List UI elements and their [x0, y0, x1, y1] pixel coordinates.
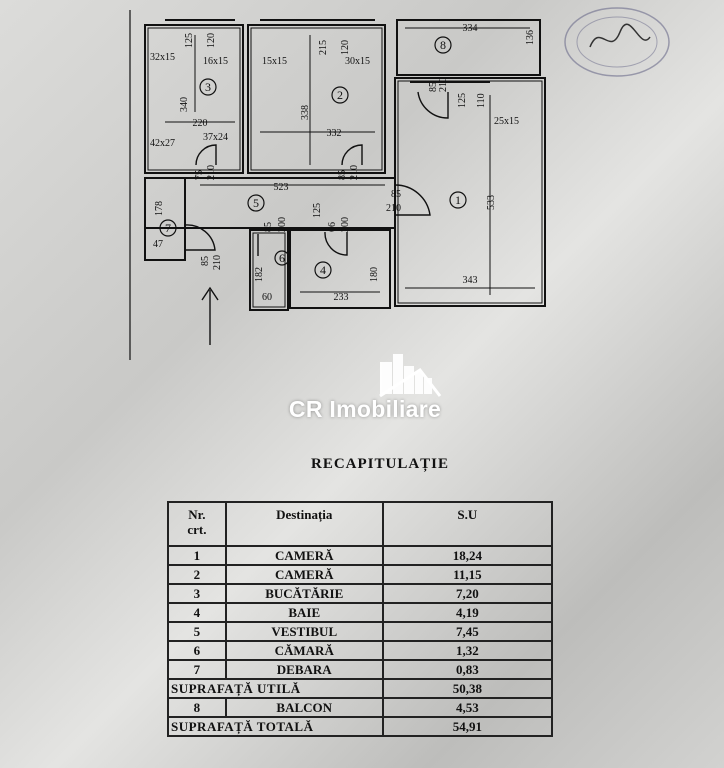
dimension-label: 340 — [179, 97, 190, 112]
recap-title: RECAPITULAȚIE — [310, 456, 450, 472]
dimension-label: 25x15 — [494, 116, 519, 127]
dimension-label: 125 — [184, 33, 195, 48]
header-area: S.U — [381, 501, 554, 547]
brand-name: CR Imobiliare — [288, 396, 442, 422]
room-numbers: 3 2 8 1 5 7 6 4 — [165, 38, 461, 277]
room-number: 8 — [440, 38, 446, 52]
dimension-label: 533 — [486, 195, 497, 210]
dimension-label: 182 — [254, 267, 265, 282]
room-number: 5 — [253, 196, 259, 210]
dimension-label: 120 — [340, 40, 351, 55]
room-number: 6 — [279, 251, 285, 265]
floor-plan: 3 2 8 1 5 7 6 4 334 136 125 120 16x15 32… — [129, 10, 546, 360]
room-number: 4 — [320, 263, 326, 277]
room-number: 7 — [165, 221, 171, 235]
dimension-label: 85 — [263, 222, 274, 232]
dimension-label: 178 — [154, 201, 165, 216]
dimension-label: 332 — [327, 128, 342, 139]
dimension-label: 47 — [153, 239, 163, 250]
dimension-label: 85 — [391, 189, 401, 200]
dimension-label: 338 — [300, 105, 311, 120]
dimension-label: 233 — [334, 292, 349, 303]
dimension-label: 30x15 — [345, 56, 370, 67]
dimension-label: 215 — [318, 40, 329, 55]
dimension-label: 85 — [428, 82, 439, 92]
dimension-label: 125 — [312, 203, 323, 218]
dimension-label: 200 — [340, 217, 351, 232]
dimension-label: 523 — [274, 182, 289, 193]
dimension-label: 66 — [327, 222, 338, 232]
dimension-label: 210 — [206, 165, 217, 180]
dimension-label: 110 — [476, 93, 487, 108]
city-skyline-icon — [379, 354, 442, 398]
dimension-label: 334 — [463, 23, 478, 34]
header-nr: Nr.crt. — [167, 501, 227, 547]
watermark-logo: CR Imobiliare — [270, 350, 460, 430]
dimension-label: 42x27 — [150, 138, 175, 149]
room-number: 2 — [337, 88, 343, 102]
plan-walls — [129, 10, 546, 360]
dimension-label: 125 — [457, 93, 468, 108]
dimension-label: 120 — [206, 33, 217, 48]
dimension-label: 343 — [463, 275, 478, 286]
dimension-label: 85 — [200, 256, 211, 266]
dimension-label: 15x15 — [262, 56, 287, 67]
dimension-label: 210 — [438, 77, 449, 92]
dimension-label: 200 — [277, 217, 288, 232]
plan-dimensions: 334 136 125 120 16x15 32x15 215 120 15x1… — [150, 23, 536, 303]
dimension-label: 180 — [369, 267, 380, 282]
dimension-label: 210 — [349, 165, 360, 180]
dimension-label: 60 — [262, 292, 272, 303]
dimension-label: 16x15 — [203, 56, 228, 67]
dimension-label: 75 — [194, 170, 205, 180]
dimension-label: 85 — [337, 170, 348, 180]
stamp-seal — [564, 7, 670, 77]
dimension-label: 210 — [212, 255, 223, 270]
header-destination: Destinația — [224, 501, 384, 547]
dimension-label: 220 — [193, 118, 208, 129]
dimension-label: 210 — [386, 203, 401, 214]
dimension-label: 136 — [525, 30, 536, 45]
room-number: 3 — [205, 80, 211, 94]
dimension-label: 37x24 — [203, 132, 228, 143]
room-number: 1 — [455, 193, 461, 207]
table-header-row: Nr.crt. Destinația S.U — [167, 501, 554, 547]
dimension-label: 32x15 — [150, 52, 175, 63]
